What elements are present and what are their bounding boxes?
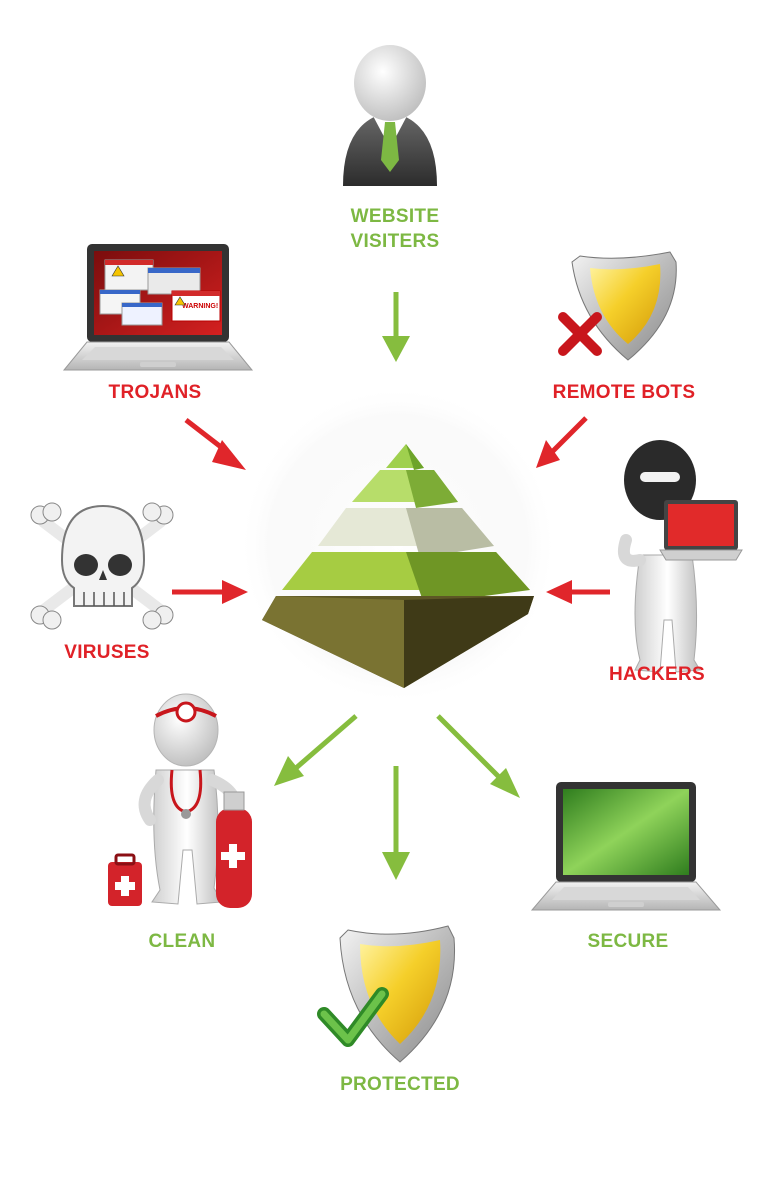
website-visitors-label: WEBSITE VISITERS (320, 204, 470, 254)
doctor-figure-icon (108, 693, 252, 908)
remote-bots-label: REMOTE BOTS (552, 382, 696, 403)
red-x-icon (558, 312, 602, 356)
hackers-label: HACKERS (608, 664, 706, 685)
visitor-head (354, 45, 426, 121)
arrow-viruses-to-pyramid (172, 580, 248, 604)
hacker-eye-slit (640, 472, 680, 482)
hacker-figure-icon (617, 440, 743, 673)
arrow-hackers-to-pyramid (546, 580, 610, 604)
website-visitors-line1: WEBSITE (350, 206, 440, 227)
hacker-laptop-screen (668, 504, 734, 546)
arrow-trojans-to-pyramid (184, 418, 246, 470)
remote-bots-shield-icon (558, 251, 677, 361)
popup-warning-text: WARNING! (182, 303, 218, 310)
website-visitors-line2: VISITERS (350, 231, 440, 252)
skull-crossbones-icon (30, 502, 174, 630)
arrow-pyramid-to-clean (274, 714, 358, 786)
secure-laptop-screen (563, 789, 689, 875)
doctor-body (151, 769, 223, 905)
trojans-laptop-icon: WARNING! (62, 244, 254, 371)
secure-laptop-icon (530, 782, 722, 911)
viruses-label: VIRUSES (64, 642, 150, 663)
protected-label: PROTECTED (340, 1074, 460, 1095)
arrow-pyramid-to-secure (436, 714, 520, 798)
shield-face (360, 940, 441, 1044)
visitor-icon (343, 45, 437, 186)
arrow-visitors-to-pyramid (382, 292, 410, 362)
clean-label: CLEAN (148, 931, 216, 952)
visitor-tie (381, 122, 399, 172)
pyramid-icon (262, 444, 534, 688)
skull-head (60, 504, 146, 607)
hacker-body (634, 554, 701, 673)
secure-label: SECURE (587, 931, 669, 952)
skull-eye (74, 554, 98, 576)
trojans-label: TROJANS (108, 382, 202, 403)
skull-eye (108, 554, 132, 576)
hacker-laptop-base (659, 549, 743, 561)
protected-shield-icon (317, 925, 456, 1063)
head-mirror-icon (175, 701, 197, 723)
shield-face (590, 264, 661, 344)
arrow-pyramid-to-protected (382, 766, 410, 880)
arrow-remote-bots-to-pyramid (536, 416, 588, 468)
